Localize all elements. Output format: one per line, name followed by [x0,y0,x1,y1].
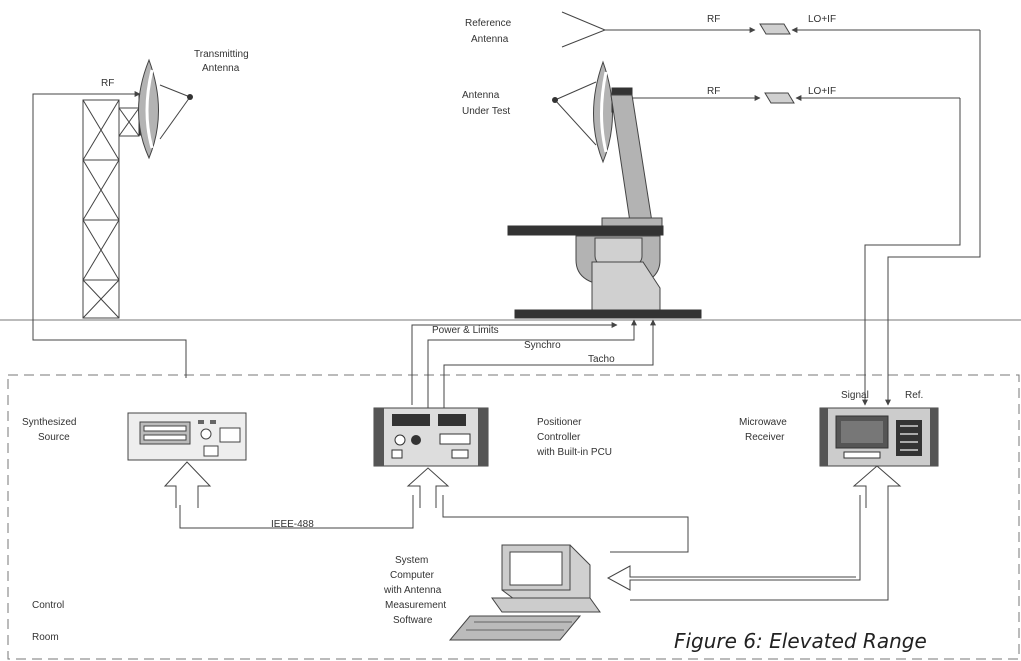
control-room-boundary [7,374,1020,660]
synchro-line [427,319,637,408]
signal-label: Signal [841,390,869,401]
tx-rf-line [32,91,187,378]
receiver-to-computer-line [630,486,889,601]
computer-label-5: Software [393,615,433,626]
ref-lo-if-label: LO+IF [808,14,836,25]
transmitting-antenna-dish [138,58,193,160]
synchro-label: Synchro [524,340,561,351]
ieee-bus-left [179,495,689,553]
ref-port-label: Ref. [905,390,923,401]
hollow-arrow-receiver [852,465,902,508]
reference-antenna-label-1: Reference [465,18,512,29]
ref-to-receiver-line [885,30,981,406]
hollow-arrow-synth [163,461,212,508]
aut-to-receiver-line [862,98,961,406]
system-computer [448,544,601,641]
room-label: Room [32,632,59,643]
ref-rf-label: RF [707,14,720,25]
synth-source-label-2: Source [38,432,70,443]
computer-label-3: with Antenna [383,585,442,596]
power-limits-line [411,322,618,405]
power-limits-label: Power & Limits [432,325,499,336]
figure-caption: Figure 6: Elevated Range [674,629,927,653]
tx-rf-label: RF [101,78,114,89]
aut-lo-if-label: LO+IF [808,86,836,97]
control-label: Control [32,600,64,611]
transmitting-antenna-label-1: Transmitting [194,49,249,60]
positioner-label-2: Controller [537,432,581,443]
aut-label-2: Under Test [462,106,510,117]
transmitting-tower [82,99,140,319]
synthesized-source-instrument [127,412,247,461]
hollow-arrow-positioner [406,467,450,508]
aut-mixer-icon [764,92,795,104]
positioner-label-3: with Built-in PCU [536,447,612,458]
aut-label-1: Antenna [462,90,500,101]
computer-label-1: System [395,555,428,566]
tacho-label: Tacho [588,354,615,365]
ieee-488-label: IEEE-488 [271,519,314,530]
positioner-controller-instrument [373,407,489,467]
ref-mixer-icon [759,23,791,35]
reference-antenna-icon [561,11,607,48]
computer-label-2: Computer [390,570,435,581]
receiver-label-1: Microwave [739,417,787,428]
ieee-bus-right [606,495,861,591]
reference-antenna-label-2: Antenna [471,34,509,45]
positioner [507,94,702,319]
aut-rf-label: RF [707,86,720,97]
microwave-receiver-instrument [819,407,939,467]
tacho-line [443,319,656,408]
synth-source-label-1: Synthesized [22,417,76,428]
transmitting-antenna-label-2: Antenna [202,63,240,74]
computer-label-4: Measurement [385,600,446,611]
receiver-label-2: Receiver [745,432,785,443]
positioner-label-1: Positioner [537,417,582,428]
